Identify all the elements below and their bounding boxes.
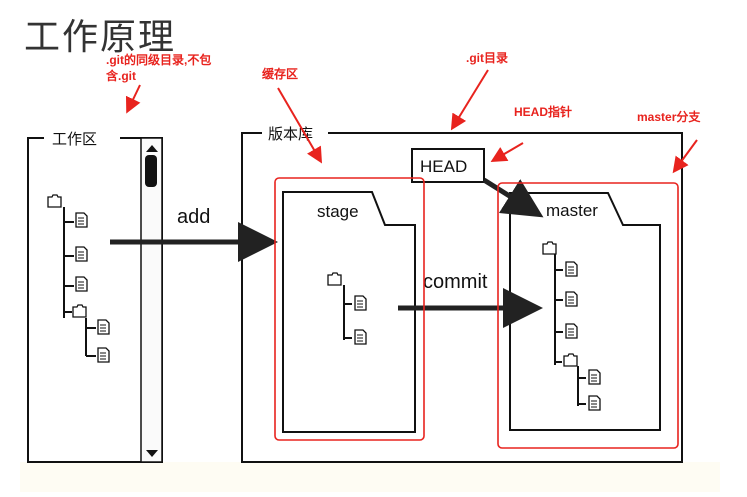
annotation-outside-git: .git的同级目录,不包含.git: [106, 53, 212, 83]
annotation-head-pointer: HEAD指针: [514, 105, 573, 119]
stage-label: stage: [317, 202, 359, 221]
folder-icon: [72, 304, 87, 318]
head-to-master-arrow: [482, 177, 544, 218]
commit-label: commit: [423, 271, 488, 293]
file-icon: [75, 212, 88, 228]
page-title: 工作原理: [24, 17, 177, 58]
add-label: add: [177, 206, 210, 228]
workspace-label: 工作区: [52, 131, 97, 148]
stage-highlight-box: [274, 177, 425, 441]
file-icon: [354, 295, 367, 311]
workspace-scrollbar[interactable]: [140, 137, 163, 463]
annotation-git-dir: .git目录: [466, 51, 508, 65]
folder-icon: [542, 241, 557, 255]
file-icon: [354, 329, 367, 345]
head-label: HEAD: [420, 157, 467, 176]
annotation-arrow: [672, 139, 698, 174]
folder-icon: [327, 272, 342, 286]
annotation-arrow: [277, 87, 323, 164]
file-icon: [75, 276, 88, 292]
commit-arrow: commit: [398, 271, 543, 328]
master-highlight-box: [497, 182, 679, 449]
add-arrow: add: [110, 206, 278, 262]
master-folder: master: [509, 192, 661, 431]
file-icon: [588, 395, 601, 411]
file-icon: [97, 347, 110, 363]
annotation-arrow: [490, 142, 524, 163]
head-pointer-box: HEAD: [411, 148, 485, 183]
annotation-master-branch: master分支: [637, 110, 701, 124]
file-icon: [565, 261, 578, 277]
folder-icon: [47, 194, 62, 208]
annotation-arrow: [125, 84, 141, 114]
workspace-file-tree: [47, 194, 110, 363]
file-icon: [565, 323, 578, 339]
file-icon: [97, 319, 110, 335]
watermark-band: [20, 462, 720, 492]
scrollbar-thumb[interactable]: [145, 155, 157, 187]
stage-folder: stage: [282, 191, 416, 433]
scroll-up-icon[interactable]: [146, 145, 158, 152]
folder-icon: [563, 353, 578, 367]
file-icon: [588, 369, 601, 385]
master-label: master: [546, 201, 598, 220]
file-icon: [565, 291, 578, 307]
annotation-arrow: [450, 69, 489, 131]
scroll-down-icon[interactable]: [146, 450, 158, 457]
annotation-cache: 缓存区: [262, 67, 299, 81]
file-icon: [75, 246, 88, 262]
